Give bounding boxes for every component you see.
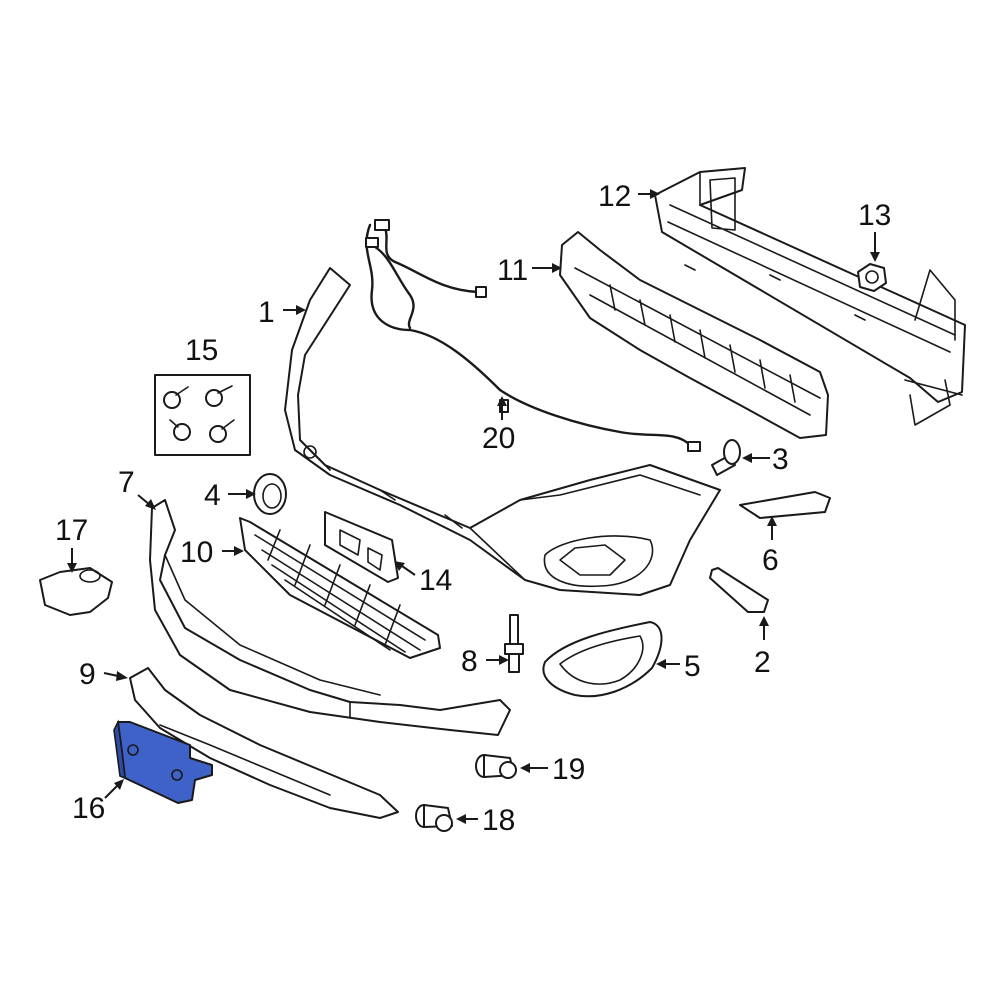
part-11-absorber[interactable] [559,231,829,439]
part-4-cap[interactable] [253,473,287,515]
callout-1: 1 [258,296,275,329]
callout-7: 7 [118,466,135,499]
callout-labels: 12 13 11 1 15 20 3 7 4 17 10 6 14 8 2 5 … [55,180,891,837]
callout-4: 4 [204,479,221,512]
callout-15: 15 [185,334,218,367]
callout-2: 2 [754,646,771,679]
part-3-bolt[interactable] [711,439,741,476]
callout-6: 6 [762,544,779,577]
part-6-trim-strip[interactable] [739,491,831,519]
part-1-bumper-cover[interactable] [284,267,721,596]
callout-10: 10 [180,536,213,569]
part-16-highlighted-bracket[interactable] [113,719,213,804]
part-18-sensor[interactable] [415,804,453,832]
part-9-valance[interactable] [129,667,399,819]
part-12-reinforcement-beam[interactable] [654,167,966,426]
part-20-wiring-harness[interactable] [365,219,701,452]
callout-13: 13 [858,199,891,232]
callout-19: 19 [552,753,585,786]
part-7-lower-molding[interactable] [149,499,511,736]
callout-14: 14 [419,564,452,597]
callout-17: 17 [55,514,88,547]
part-13-nut[interactable] [857,263,887,292]
callout-16: 16 [72,792,105,825]
callout-20: 20 [482,422,515,455]
part-17-sensor[interactable] [39,567,113,616]
callout-12: 12 [598,180,631,213]
part-5-bezel[interactable] [542,621,663,698]
part-10-grille[interactable] [239,517,441,659]
part-15-bolt-set[interactable] [154,374,251,456]
callout-11: 11 [497,254,528,287]
callout-3: 3 [772,443,789,476]
callout-18: 18 [482,804,515,837]
part-19-sensor[interactable] [475,754,517,779]
callout-5: 5 [684,650,701,683]
part-2-trim-piece[interactable] [709,567,769,613]
callout-9: 9 [79,658,96,691]
part-8-push-pin[interactable] [504,614,524,673]
part-14-bracket[interactable] [324,511,399,583]
leader-lines [67,189,880,824]
callout-8: 8 [461,645,478,678]
